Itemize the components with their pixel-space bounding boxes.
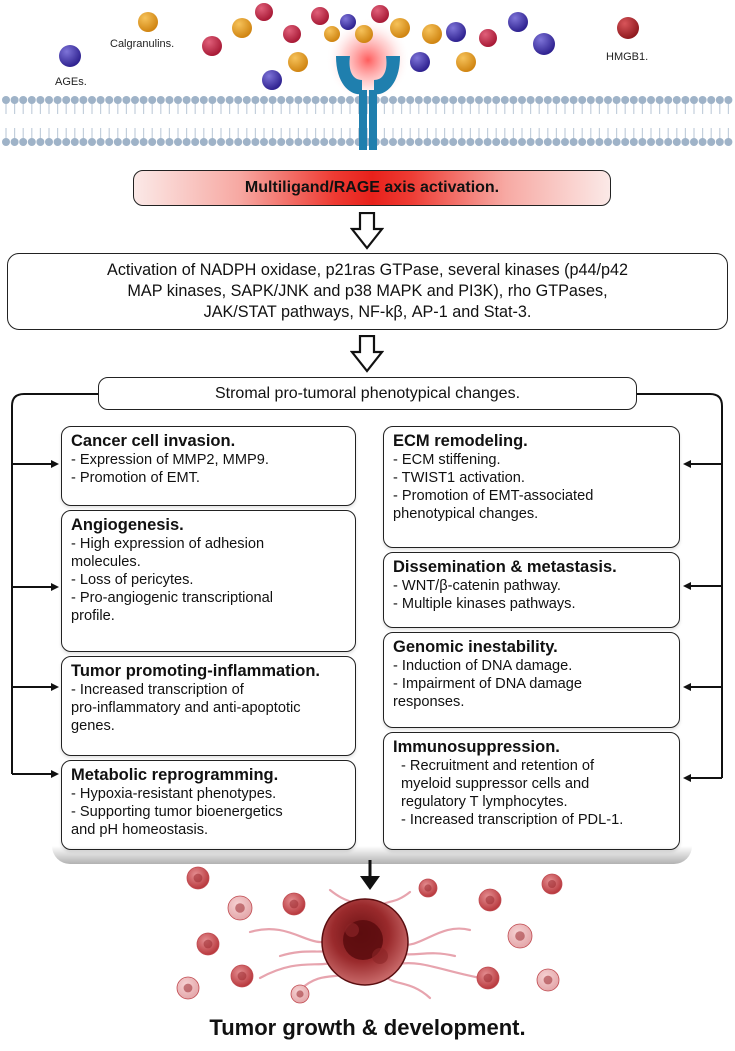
card-item: - Impairment of DNA damage [393, 676, 582, 692]
hmgb1-label: HMGB1. [606, 51, 649, 63]
down-arrow-icon [350, 335, 384, 373]
card-title: Immunosuppression. [393, 738, 560, 756]
card-item: - High expression of adhesion [71, 536, 265, 552]
card-item: pro-inflammatory and anti-apoptotic [71, 700, 301, 716]
card-ecm-remodeling: ECM remodeling. - ECM stiffening. - TWIS… [383, 426, 680, 548]
card-item: - Induction of DNA damage. [393, 658, 573, 674]
activation-pathways-box: Activation of NADPH oxidase, p21ras GTPa… [7, 253, 728, 330]
card-cancer-cell-invasion: Cancer cell invasion. - Expression of MM… [61, 426, 356, 506]
card-angiogenesis: Angiogenesis. - High expression of adhes… [61, 510, 356, 652]
card-item: - ECM stiffening. [393, 452, 501, 468]
card-title: ECM remodeling. [393, 432, 528, 450]
card-item: - Loss of pericytes. [71, 572, 194, 588]
tumor-cell-icon [176, 866, 563, 1004]
card-item: - TWIST1 activation. [393, 470, 525, 486]
card-title: Genomic inestability. [393, 638, 558, 656]
card-item: responses. [393, 694, 465, 710]
tumor-mass-icon [321, 898, 409, 986]
card-item: - Expression of MMP2, MMP9. [71, 452, 269, 468]
card-immunosuppression: Immunosuppression. - Recruitment and ret… [383, 732, 680, 850]
card-item: profile. [71, 608, 115, 624]
ligand-molecule-icon [59, 3, 639, 90]
card-title: Tumor promoting-inflammation. [71, 662, 321, 680]
card-item: - Multiple kinases pathways. [393, 596, 576, 612]
card-tumor-promoting-inflammation: Tumor promoting-inflammation. - Increase… [61, 656, 356, 756]
card-item: - Recruitment and retention of [401, 758, 595, 774]
cards-shadow-divider [52, 846, 692, 864]
calgranulins-label: Calgranulins. [110, 38, 175, 50]
card-dissemination-metastasis: Dissemination & metastasis. - WNT/β-cate… [383, 552, 680, 628]
card-item: - Hypoxia-resistant phenotypes. [71, 786, 277, 802]
tumor-illustration [176, 860, 563, 1004]
card-title: Cancer cell invasion. [71, 432, 236, 450]
card-item: - Pro-angiogenic transcriptional [71, 590, 273, 606]
rage-receptor-icon [336, 56, 400, 150]
membrane-receptor-illustration [2, 3, 733, 150]
card-item: phenotypical changes. [393, 506, 539, 522]
card-item: and pH homeostasis. [71, 822, 209, 838]
card-item: - Increased transcription of [71, 682, 244, 698]
card-item: myeloid suppressor cells and [401, 776, 590, 792]
down-arrow-icon [360, 860, 380, 890]
card-title: Dissemination & metastasis. [393, 558, 617, 576]
rage-axis-activation-text: Multiligand/RAGE axis activation. [244, 179, 500, 196]
down-arrow-icon [350, 212, 384, 250]
stromal-changes-text: Stromal pro-tumoral phenotypical changes… [214, 384, 521, 402]
membrane-icon [2, 96, 733, 146]
card-item: - Promotion of EMT. [71, 470, 200, 486]
activation-pathways-text: Activation of NADPH oxidase, p21ras GTPa… [107, 261, 628, 321]
card-item: - WNT/β-catenin pathway. [393, 578, 561, 594]
card-item: genes. [71, 718, 115, 734]
card-item: regulatory T lymphocytes. [401, 794, 568, 810]
stromal-changes-box: Stromal pro-tumoral phenotypical changes… [98, 377, 637, 410]
card-title: Angiogenesis. [71, 516, 184, 534]
ages-label: AGEs. [55, 76, 87, 88]
card-item: - Supporting tumor bioenergetics [71, 804, 283, 820]
card-genomic-instability: Genomic inestability. - Induction of DNA… [383, 632, 680, 728]
card-item: molecules. [71, 554, 141, 570]
rage-axis-activation-banner: Multiligand/RAGE axis activation. [133, 170, 611, 206]
card-title: Metabolic reprogramming. [71, 766, 279, 784]
card-item: - Increased transcription of PDL-1. [401, 812, 624, 828]
card-metabolic-reprogramming: Metabolic reprogramming. - Hypoxia-resis… [61, 760, 356, 850]
outcome-title: Tumor growth & development. [209, 1015, 526, 1040]
card-item: - Promotion of EMT-associated [393, 488, 594, 504]
